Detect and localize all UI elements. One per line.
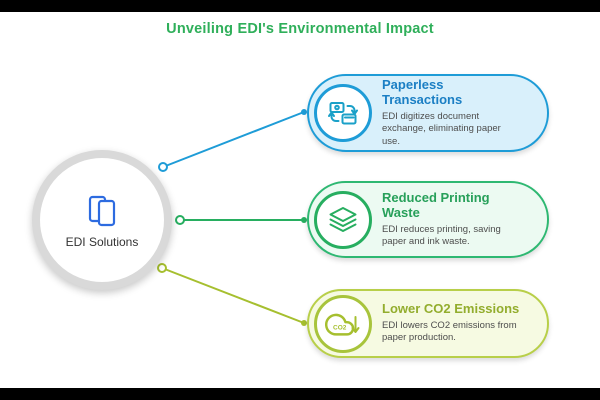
transaction-exchange-icon [314, 84, 372, 142]
card-desc-paperless: EDI digitizes document exchange, elimina… [382, 110, 501, 147]
co2-icon-text: CO2 [333, 324, 347, 331]
card-reduced-printing-waste: Reduced Printing Waste EDI reduces print… [307, 181, 549, 258]
connector-printing [175, 215, 307, 225]
card-text: Lower CO2 Emissions EDI lowers CO2 emiss… [372, 298, 529, 349]
card-paperless-transactions: Paperless Transactions EDI digitizes doc… [307, 74, 549, 152]
edi-solutions-node: EDI Solutions [32, 150, 172, 290]
card-title-printing: Reduced Printing Waste [382, 189, 490, 220]
paper-stack-icon [314, 190, 372, 249]
card-text: Reduced Printing Waste EDI reduces print… [372, 187, 528, 253]
connector-paperless [158, 109, 307, 172]
card-desc-co2: EDI lowers CO2 emissions from paper prod… [382, 320, 517, 344]
edi-solutions-label: EDI Solutions [65, 235, 139, 249]
card-text: Paperless Transactions EDI digitizes doc… [372, 74, 528, 152]
card-title-co2: Lower CO2 Emissions [382, 301, 520, 317]
card-desc-printing: EDI reduces printing, saving paper and i… [382, 223, 501, 247]
card-lower-co2-emissions: CO2 Lower CO2 Emissions EDI lowers CO2 e… [307, 289, 549, 358]
connector-co2 [157, 263, 307, 326]
diagram-title: Unveiling EDI's Environmental Impact [166, 21, 434, 37]
documents-icon [82, 191, 122, 231]
card-title-paperless: Paperless Transactions [382, 77, 463, 107]
co2-cloud-icon: CO2 [314, 294, 372, 353]
